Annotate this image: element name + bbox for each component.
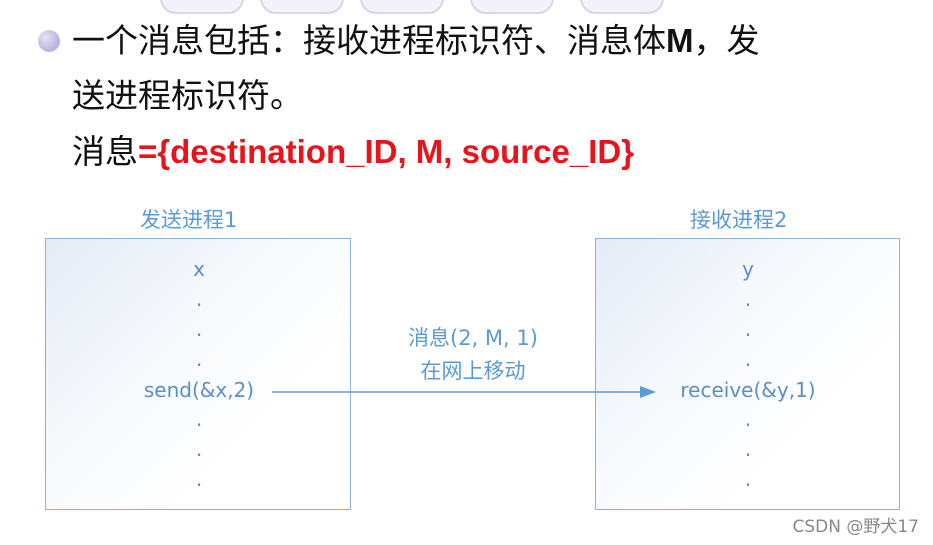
ellipsis-dot: . [744,317,752,341]
message-caption: 在网上移动 [420,359,526,383]
text-segment: 一个消息包括：接收进程标识符、消息体 [72,21,666,60]
ellipsis-dot: . [744,347,752,371]
ellipsis-dot: . [195,437,203,461]
message-label: 消息(2, M, 1) [408,326,538,350]
receiver-variable: y [742,257,754,281]
arrow-head-icon [640,386,656,398]
sender-variable: x [193,257,205,281]
ellipsis-dot: . [744,407,752,431]
ellipsis-dot: . [195,407,203,431]
ellipsis-dot: . [195,467,203,491]
watermark: CSDN @野犬17 [792,517,919,537]
receiver-title: 接收进程2 [690,208,788,232]
bullet-icon [38,30,60,52]
ellipsis-dot: . [195,317,203,341]
text-segment-bold: M [666,22,694,59]
text-segment: 消息 [72,132,138,171]
receiver-process-box: y . . . receive(&y,1) . . . [595,238,900,510]
bullet-line-3: 消息={destination_ID, M, source_ID} [72,135,634,168]
sender-title: 发送进程1 [140,208,238,232]
ellipsis-dot: . [744,287,752,311]
send-call: send(&x,2) [143,378,255,402]
bullet-line-1: 一个消息包括：接收进程标识符、消息体M，发 [72,24,760,57]
message-formula: ={destination_ID, M, source_ID} [138,133,635,170]
text-segment: ，发 [693,21,760,60]
ellipsis-dot: . [744,467,752,491]
ellipsis-dot: . [195,347,203,371]
receive-call: receive(&y,1) [680,378,816,402]
bullet-line-2: 送进程标识符。 [72,76,303,115]
ellipsis-dot: . [744,437,752,461]
sender-process-box: x . . . send(&x,2) . . . [45,238,351,510]
ellipsis-dot: . [195,287,203,311]
